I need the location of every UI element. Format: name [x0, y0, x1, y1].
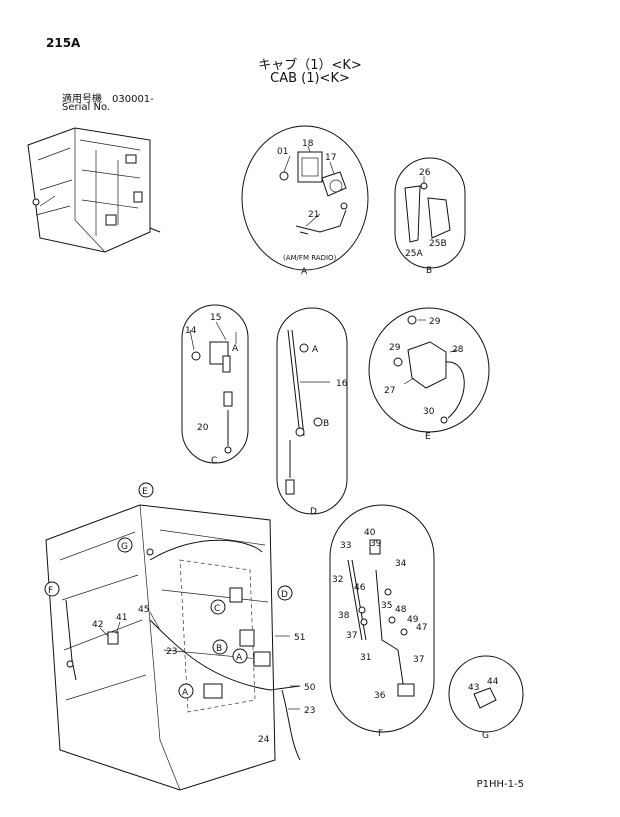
svg-text:A: A — [182, 688, 189, 698]
part-number: 34 — [395, 559, 407, 569]
svg-text:A: A — [236, 653, 243, 663]
part-number: 45 — [138, 605, 149, 615]
callout-f: F — [44, 581, 60, 597]
detail-a: 01 18 17 21 (AM/FM RADIO) A — [241, 125, 369, 277]
part-number: 49 — [407, 615, 419, 625]
part-number: 40 — [364, 528, 376, 538]
detail-letter: G — [482, 731, 489, 741]
part-number: 30 — [423, 407, 435, 417]
svg-text:E: E — [142, 487, 148, 497]
callout-c: C — [210, 599, 226, 615]
part-number: 37 — [413, 655, 424, 665]
part-number: 26 — [419, 168, 431, 178]
figure-code: P1HH-1-5 — [476, 779, 524, 790]
detail-f: 40 39 33 34 32 46 35 48 38 49 47 37 31 3… — [329, 504, 435, 739]
callout-g: G — [117, 537, 133, 553]
callout-d: D — [277, 585, 293, 601]
svg-text:D: D — [281, 590, 288, 600]
detail-c: 14 15 20 A C — [181, 304, 249, 466]
part-number: 24 — [258, 735, 270, 745]
svg-text:A: A — [312, 345, 319, 355]
part-number: 48 — [395, 605, 407, 615]
page-title-japanese: キャブ（1）<K> — [258, 58, 362, 73]
main-cab-illustration — [45, 504, 301, 791]
part-number: 39 — [370, 539, 382, 549]
part-number: 46 — [354, 583, 366, 593]
callout-b: B — [212, 639, 228, 655]
detail-letter: D — [310, 507, 317, 517]
svg-text:A: A — [232, 344, 239, 354]
part-number: 33 — [340, 541, 351, 551]
svg-text:F: F — [48, 586, 53, 596]
detail-g: 43 44 G — [448, 655, 524, 741]
detail-b: 26 25A 25B B — [394, 157, 466, 276]
detail-letter: C — [211, 456, 217, 466]
svg-text:B: B — [323, 419, 329, 429]
part-number: 14 — [185, 326, 197, 336]
part-number: 50 — [304, 683, 316, 693]
page-title-english: CAB (1)<K> — [270, 71, 350, 86]
part-number: 32 — [332, 575, 343, 585]
serial-label-japanese: 適用号機 030001- — [62, 94, 154, 105]
part-number: 47 — [416, 623, 427, 633]
part-number: 37 — [346, 631, 357, 641]
part-number: 17 — [325, 153, 336, 163]
part-number: 25B — [429, 239, 447, 249]
part-number: 20 — [197, 423, 209, 433]
part-number: 43 — [468, 683, 479, 693]
callout-a: A — [232, 648, 248, 664]
part-number: 42 — [92, 620, 103, 630]
main-view-part-numbers: 45 42 41 23 51 50 23 24 — [92, 605, 316, 745]
serial-label-english: Serial No. — [62, 102, 111, 113]
part-number: 38 — [338, 611, 350, 621]
detail-d: 16 A B D — [276, 307, 348, 517]
part-number: 27 — [384, 386, 395, 396]
part-number: 23 — [304, 706, 315, 716]
svg-text:G: G — [121, 542, 128, 552]
part-number: 16 — [336, 379, 348, 389]
detail-letter: A — [301, 267, 308, 277]
part-number: 29 — [389, 343, 401, 353]
part-number: 35 — [381, 601, 392, 611]
part-number: 23 — [166, 647, 177, 657]
overview-cab-illustration — [27, 127, 161, 253]
page-number: 215A — [46, 36, 81, 50]
part-number: 25A — [405, 249, 423, 259]
part-number: 51 — [294, 633, 305, 643]
part-number: 29 — [429, 317, 441, 327]
detail-caption: (AM/FM RADIO) — [283, 254, 337, 262]
callout-e: E — [138, 482, 154, 498]
part-number: 01 — [277, 147, 288, 157]
detail-e: 29 29 27 28 30 E — [368, 307, 490, 442]
detail-letter: E — [425, 432, 431, 442]
part-number: 15 — [210, 313, 221, 323]
detail-letter: B — [426, 266, 432, 276]
svg-text:B: B — [216, 644, 222, 654]
part-number: 36 — [374, 691, 386, 701]
svg-text:C: C — [214, 604, 220, 614]
part-number: 21 — [308, 210, 319, 220]
detail-letter: F — [378, 729, 383, 739]
part-number: 44 — [487, 677, 499, 687]
part-number: 31 — [360, 653, 371, 663]
part-number: 41 — [116, 613, 127, 623]
callout-a: A — [178, 683, 194, 699]
part-number: 28 — [452, 345, 464, 355]
part-number: 18 — [302, 139, 314, 149]
